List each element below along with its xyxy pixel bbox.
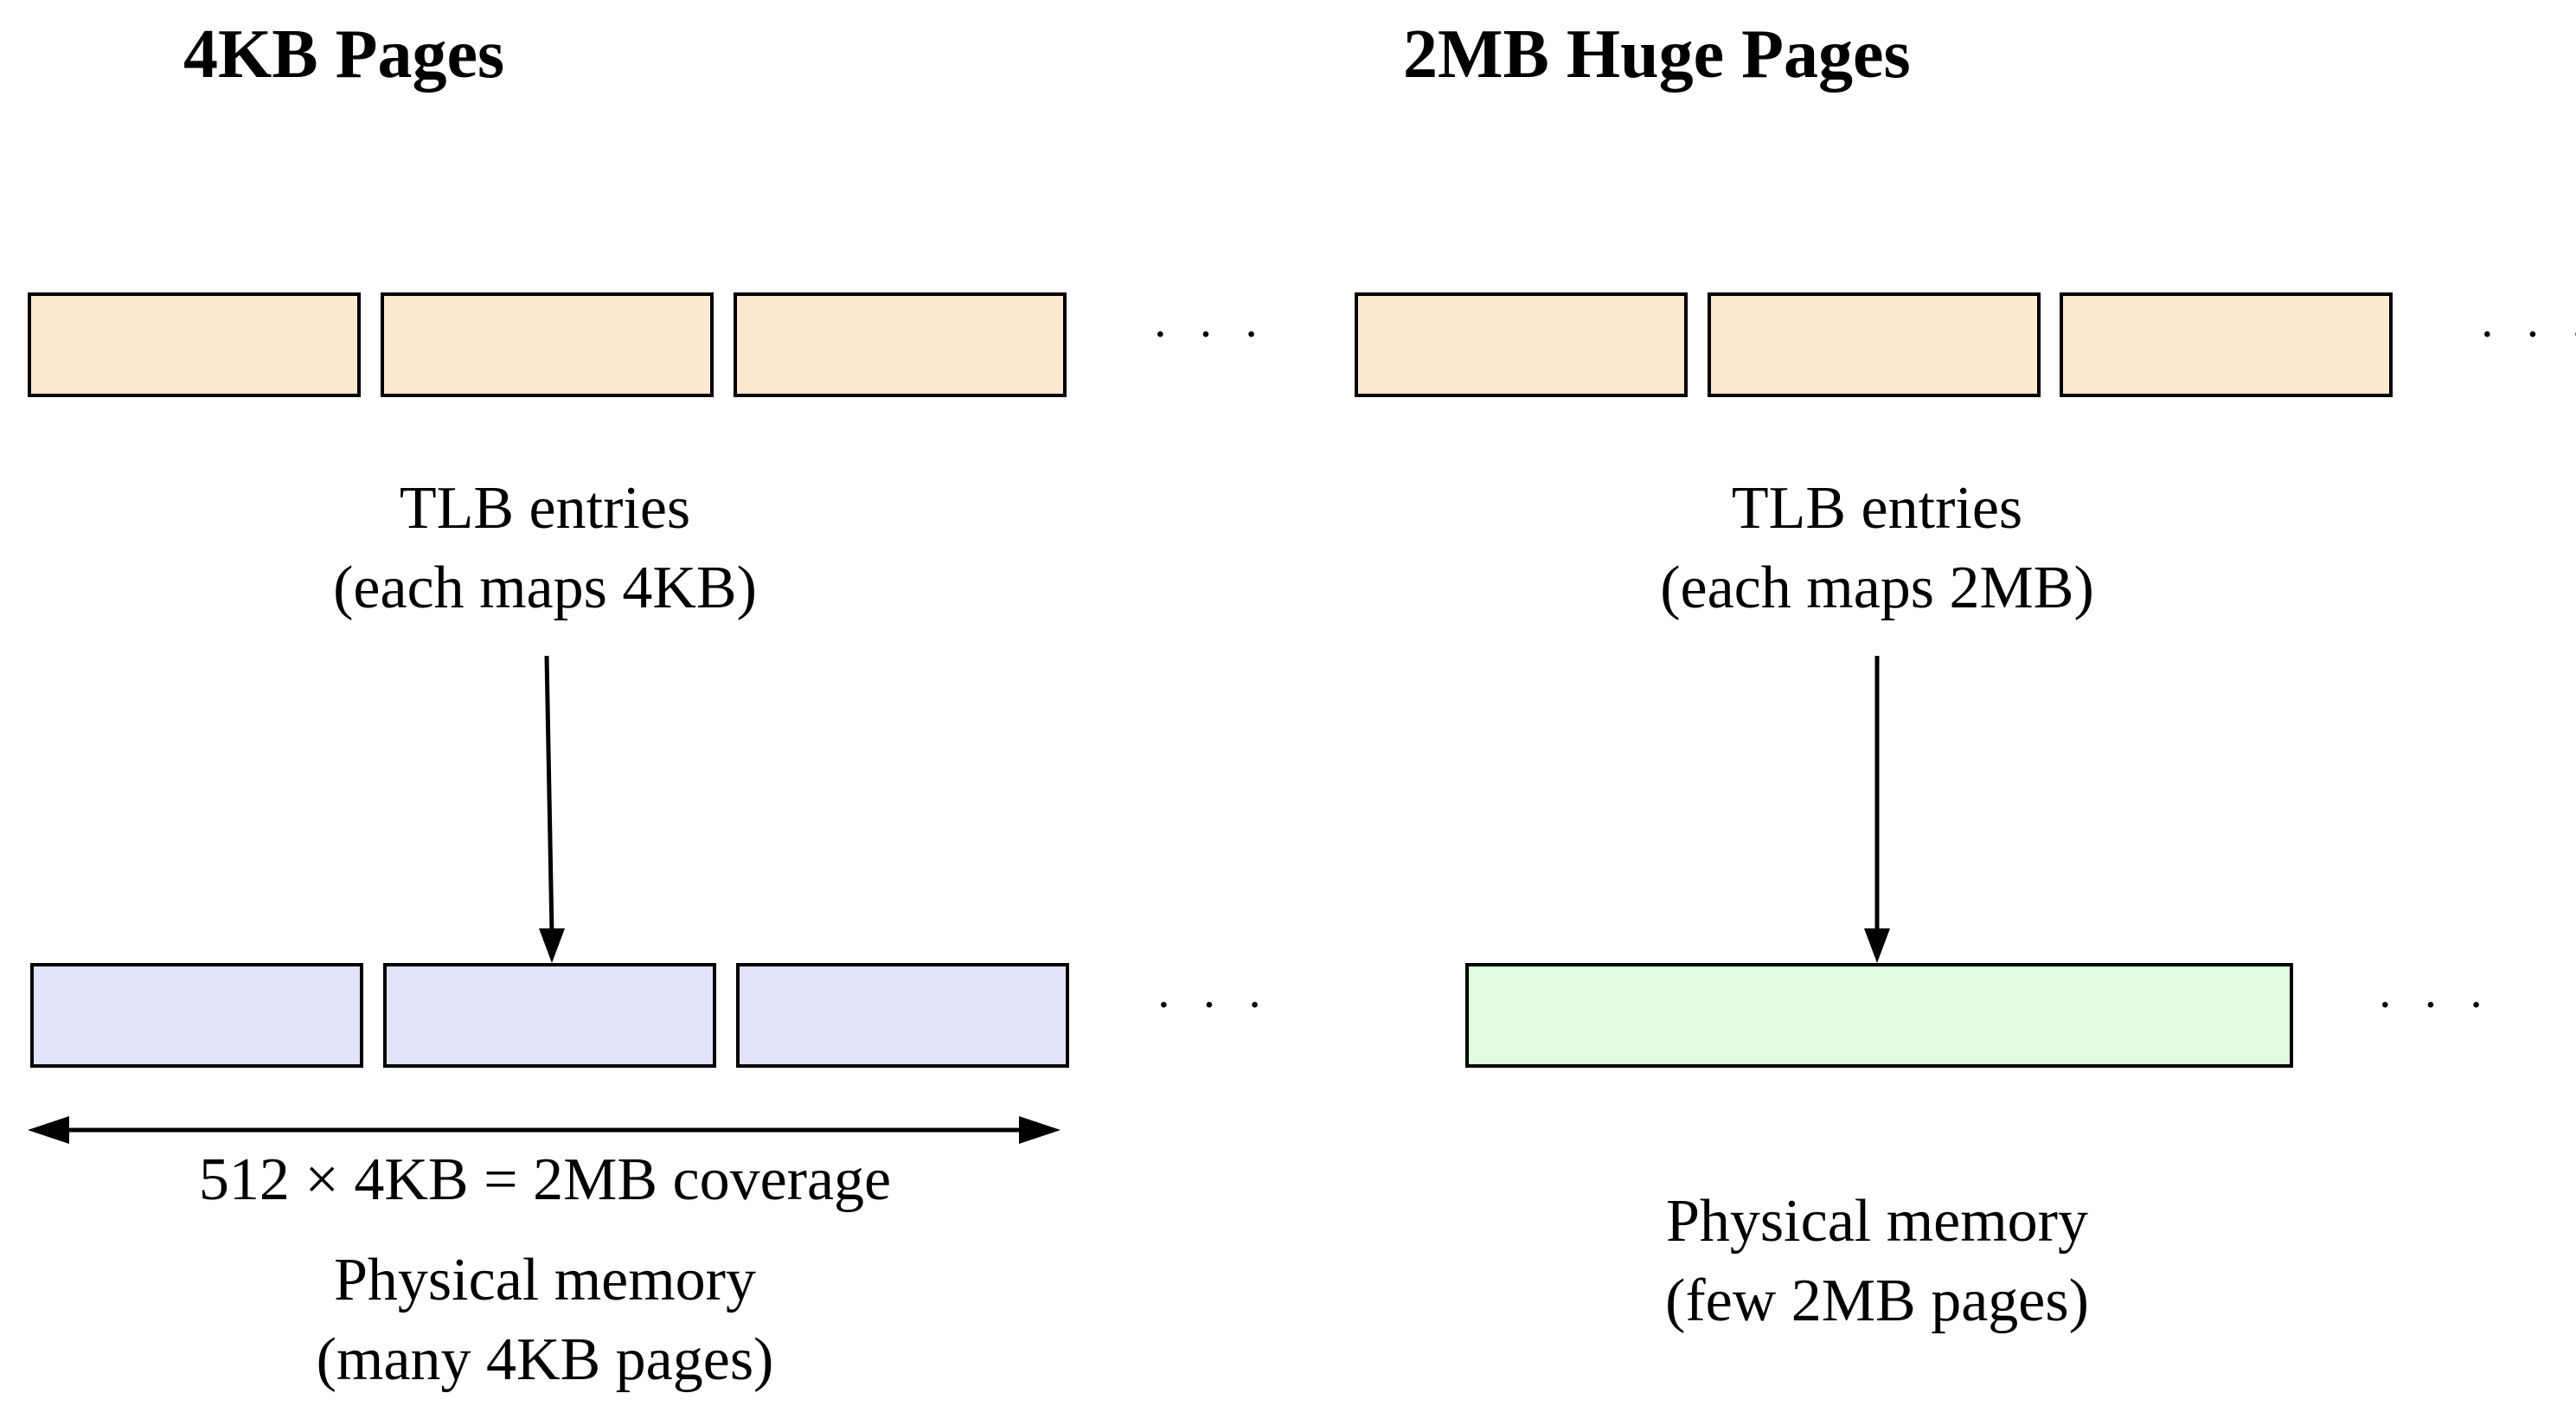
left-memory-label-line2: (many 4KB pages)	[316, 1326, 774, 1393]
right-tlb-label-line1: TLB entries	[1731, 475, 2023, 542]
tlb-entry-box	[381, 292, 714, 397]
right-memory-label-line2: (few 2MB pages)	[1665, 1268, 2089, 1334]
right-tlb-label: TLB entries (each maps 2MB)	[1548, 469, 2206, 628]
left-tlb-label-line1: TLB entries	[399, 475, 691, 542]
right-tlb-label-line2: (each maps 2MB)	[1660, 555, 2094, 621]
coverage-label: 512 × 4KB = 2MB coverage	[198, 1146, 892, 1213]
left-memory-label-line1: Physical memory	[334, 1247, 756, 1313]
right-memory-label-line1: Physical memory	[1666, 1188, 2088, 1255]
right-memory-label: Physical memory (few 2MB pages)	[1531, 1182, 2223, 1341]
tlb-entry-box	[2060, 292, 2393, 397]
small-page-box	[383, 963, 716, 1068]
tlb-entry-box	[734, 292, 1067, 397]
left-panel-title: 4KB Pages	[183, 16, 505, 93]
tlb-entry-box	[28, 292, 361, 397]
left-tlb-label: TLB entries (each maps 4KB)	[216, 469, 874, 628]
memory-ellipsis: · · ·	[1156, 979, 1272, 1032]
huge-page-box	[1465, 963, 2293, 1068]
tlb-entry-box	[1355, 292, 1688, 397]
tlb-ellipsis: · · ·	[1152, 308, 1268, 362]
small-page-box	[736, 963, 1069, 1068]
memory-ellipsis: · · ·	[2377, 979, 2493, 1032]
coverage-double-arrow	[28, 1116, 1061, 1144]
right-panel-title: 2MB Huge Pages	[1403, 16, 1911, 93]
left-mapping-arrow	[539, 655, 565, 963]
left-memory-label: Physical memory (many 4KB pages)	[199, 1241, 891, 1400]
right-mapping-arrow	[1864, 656, 1890, 963]
tlb-entry-box	[1708, 292, 2041, 397]
left-tlb-label-line2: (each maps 4KB)	[333, 555, 757, 621]
small-page-box	[30, 963, 363, 1068]
tlb-ellipsis: · · ·	[2479, 308, 2576, 362]
